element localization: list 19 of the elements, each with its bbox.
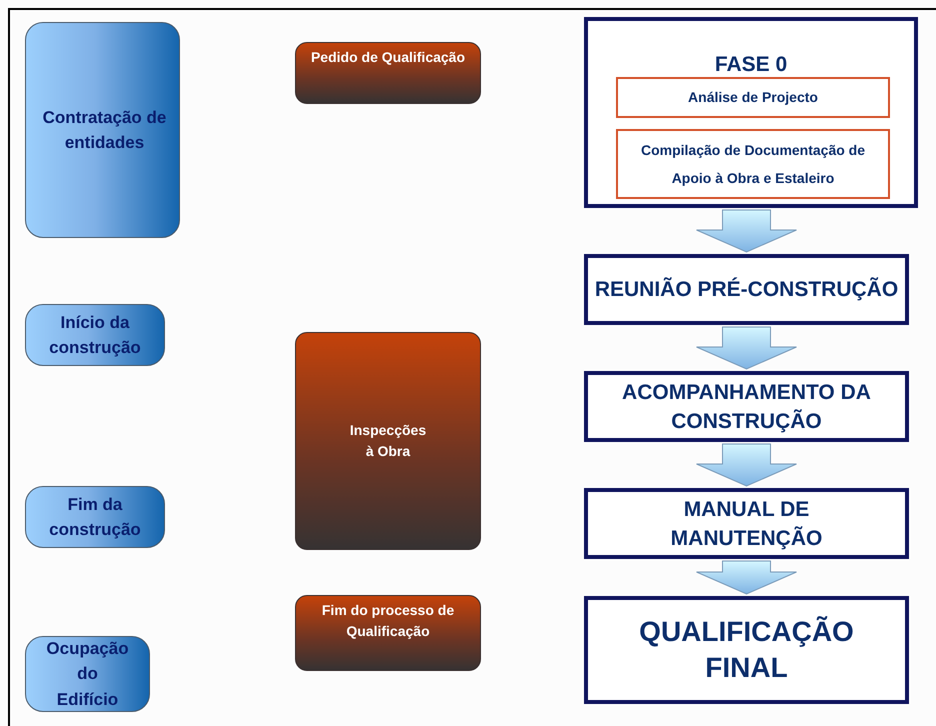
milestone-box: Fim do processo de Qualificação (295, 595, 481, 671)
stage-box: Ocupação do Edifício (25, 636, 150, 712)
stage-box: Fim da construção (25, 486, 165, 548)
milestone-box: Pedido de Qualificação (295, 42, 481, 104)
stage-box: Contratação de entidades (25, 22, 180, 238)
task-box: Compilação de Documentação de Apoio à Obra e Estaleiro (616, 129, 890, 199)
milestone-box: Inspecções à Obra (295, 332, 481, 550)
stage-box: Início da construção (25, 304, 165, 366)
phase-title: FASE 0 (714, 52, 788, 78)
step-box: QUALIFICAÇÃO FINAL (584, 596, 909, 704)
block-arrow (696, 560, 797, 595)
block-arrow (696, 210, 797, 253)
step-box: MANUAL DE MANUTENÇÃO (584, 488, 909, 559)
task-box: Análise de Projecto (616, 77, 890, 118)
step-box: REUNIÃO PRÉ-CONSTRUÇÃO (584, 254, 909, 325)
phase-box (584, 17, 918, 208)
block-arrow (696, 326, 797, 370)
step-box: ACOMPANHAMENTO DA CONSTRUÇÃO (584, 371, 909, 442)
block-arrow (696, 444, 797, 487)
